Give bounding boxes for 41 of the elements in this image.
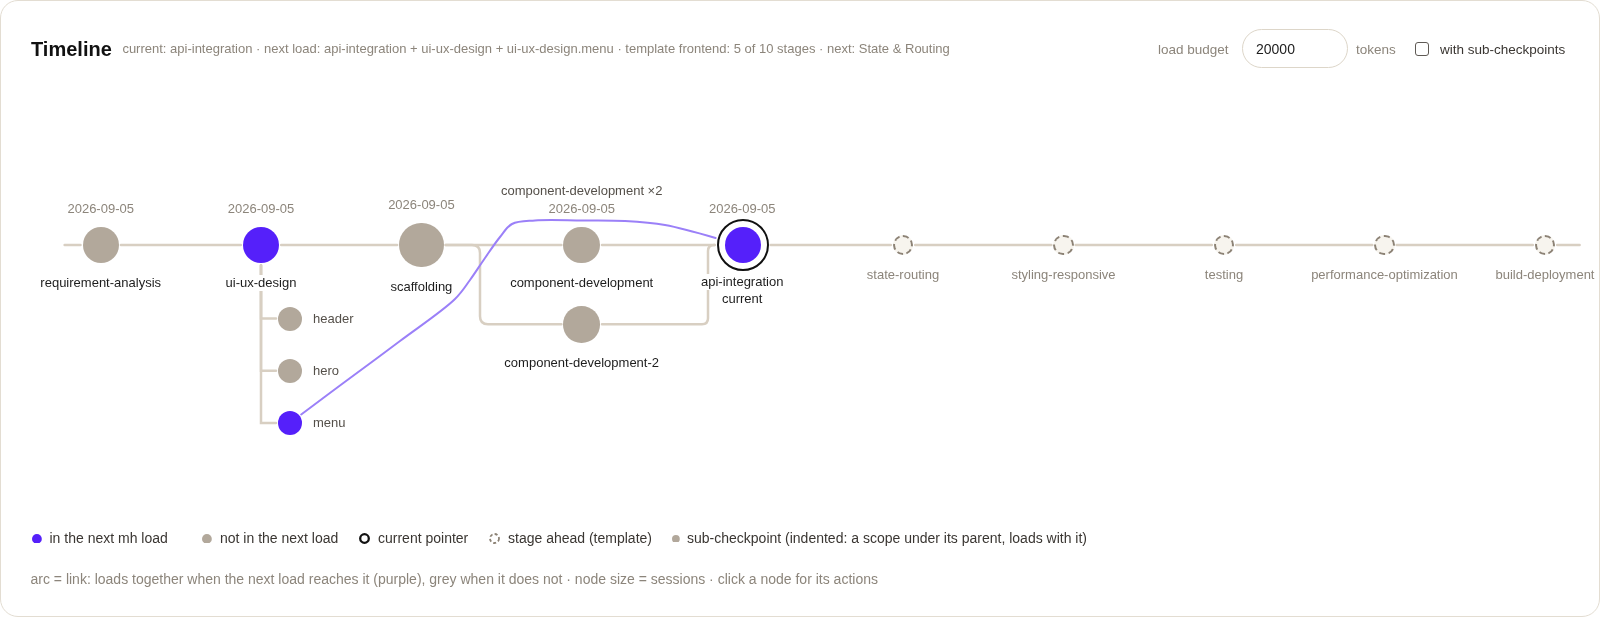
stage-label: scaffolding bbox=[390, 279, 453, 296]
subtitle: current: api-integration · next load: api-integration + ui-ux-design + ui-ux-design.menu · template frontend: 5 of 10 stages · next: State & Routing bbox=[122, 41, 950, 57]
title: Timeline bbox=[31, 37, 112, 61]
timeline-line bbox=[1395, 243, 1535, 247]
branch-line bbox=[444, 243, 563, 326]
stage-label: component-development bbox=[510, 275, 654, 292]
timeline-line bbox=[119, 243, 243, 247]
field-label: load budget bbox=[1158, 40, 1229, 58]
stage-label: testing bbox=[1204, 267, 1244, 284]
legend-text: sub-checkpoint (indented: a scope under its parent, loads with it) bbox=[687, 530, 1087, 547]
note: arc = link: loads together when the next load reaches it (purple), grey when it does not · node size = sessions · click a node for its actions bbox=[30, 570, 878, 588]
legend-text: not in the next load bbox=[220, 530, 339, 547]
date-label: 2026-09-05 bbox=[548, 200, 615, 217]
date-label: 2026-09-05 bbox=[388, 196, 455, 213]
date-label: 2026-09-05 bbox=[227, 200, 295, 217]
stage-label: styling-responsive bbox=[1011, 267, 1116, 284]
branch-line bbox=[600, 243, 716, 326]
stage-label: ui-ux-design bbox=[225, 275, 297, 292]
branch-line bbox=[259, 263, 278, 425]
stage-label: state-routing bbox=[866, 267, 940, 284]
legend-text: in the next mh load bbox=[49, 530, 168, 547]
link-arc bbox=[300, 219, 717, 416]
stage-label: requirement-analysis bbox=[40, 275, 161, 292]
legend-text: current pointer bbox=[378, 530, 469, 547]
timeline-line bbox=[1074, 243, 1214, 247]
stage-label: build-deployment bbox=[1495, 267, 1595, 284]
timeline-line bbox=[913, 243, 1053, 247]
timeline-line bbox=[769, 243, 893, 247]
unit-label: tokens bbox=[1356, 40, 1396, 58]
budget-input: 20000 bbox=[1242, 29, 1348, 68]
timeline-line bbox=[279, 243, 399, 247]
stage-label: performance-optimization bbox=[1311, 267, 1458, 284]
timeline-line bbox=[1555, 243, 1581, 247]
timeline-line bbox=[1234, 243, 1374, 247]
date-label: 2026-09-05 bbox=[708, 201, 776, 217]
date-label: 2026-09-05 bbox=[67, 200, 134, 217]
checkbox-label: with sub-checkpoints bbox=[1440, 40, 1566, 58]
group-label: component-development ×2 bbox=[500, 182, 663, 199]
timeline-line bbox=[63, 243, 82, 247]
stage-label: api-integration bbox=[701, 274, 784, 290]
legend-text: stage ahead (template) bbox=[508, 530, 652, 547]
